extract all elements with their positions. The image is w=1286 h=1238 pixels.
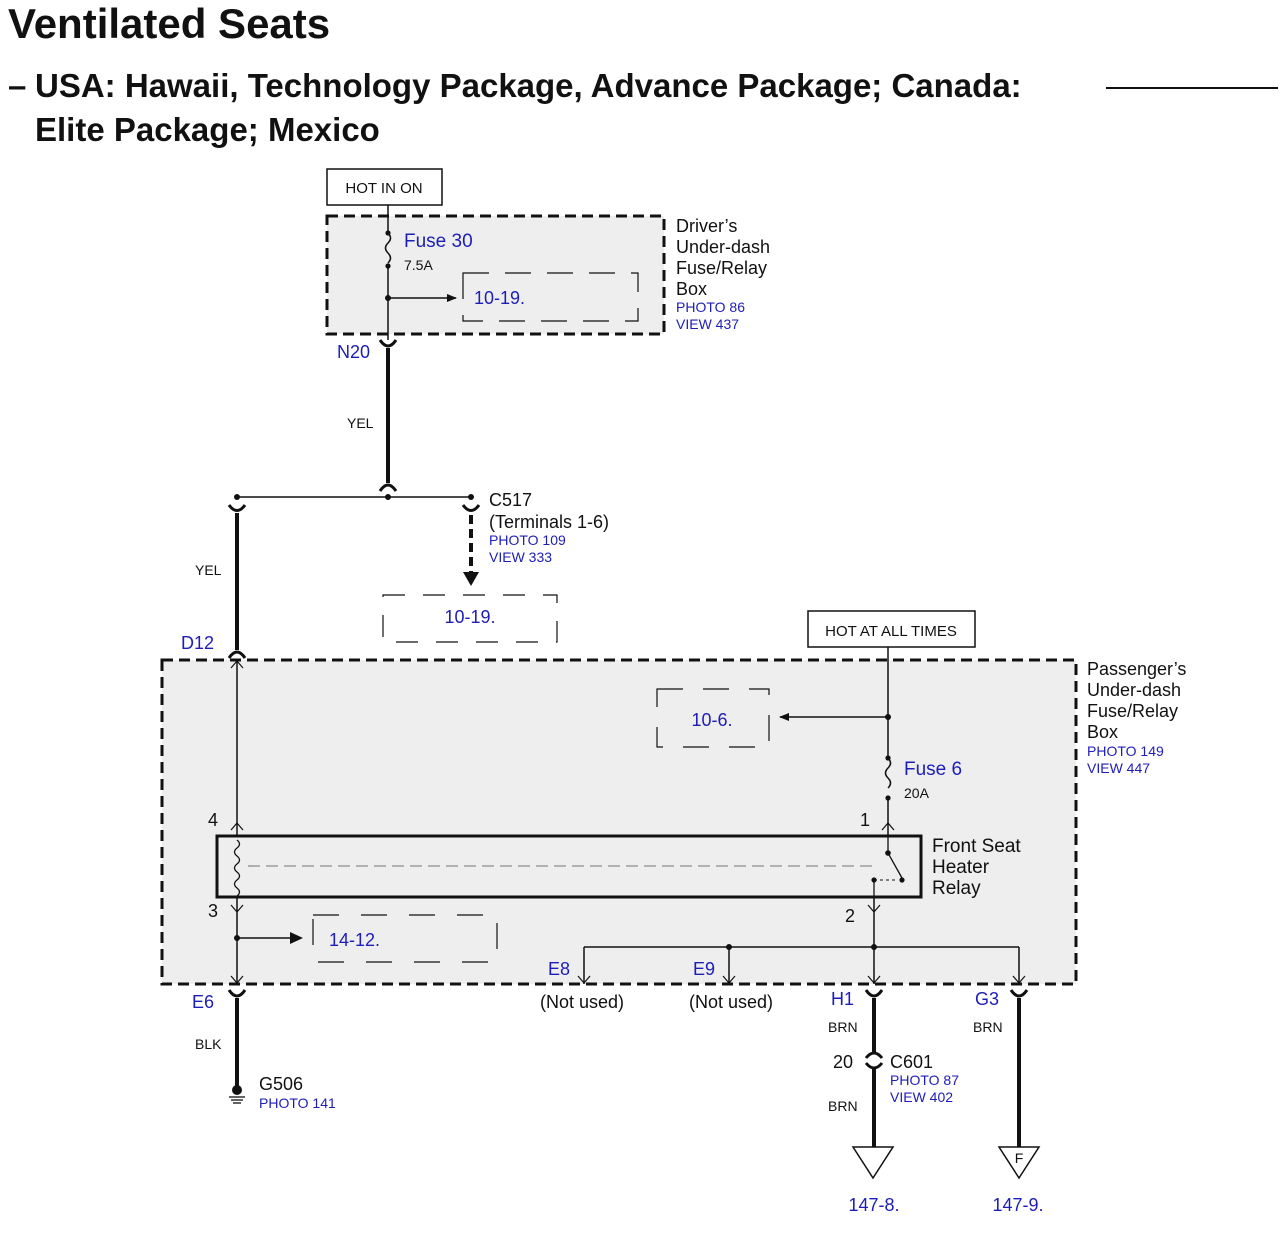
subtitle-line-1: USA: Hawaii, Technology Package, Advance… bbox=[35, 67, 1022, 104]
fuse-6-icon bbox=[884, 757, 892, 789]
passenger-ref-left-link[interactable]: 14-12. bbox=[329, 930, 380, 950]
page-subtitle: –USA: Hawaii, Technology Package, Advanc… bbox=[8, 64, 1022, 152]
c601-view[interactable]: VIEW 402 bbox=[890, 1089, 953, 1105]
terminal-e6: E6 bbox=[192, 992, 214, 1012]
hot-in-on-text: HOT IN ON bbox=[345, 180, 422, 197]
driver-fuse-box: Fuse 30 7.5A 10-19. Driver’s Under-dash … bbox=[325, 205, 770, 340]
c601-pin: 20 bbox=[833, 1052, 853, 1072]
driver-box-view[interactable]: VIEW 437 bbox=[676, 316, 739, 332]
driver-box-name-3: Fuse/Relay bbox=[676, 258, 767, 278]
relay-name-2: Heater bbox=[932, 857, 990, 878]
terminal-n20: N20 bbox=[337, 342, 370, 362]
e9-not-used: (Not used) bbox=[689, 992, 773, 1012]
wire-color-d12: YEL bbox=[195, 562, 222, 578]
c601-photo[interactable]: PHOTO 87 bbox=[890, 1072, 959, 1088]
subtitle-line-2: Elite Package; Mexico bbox=[35, 111, 380, 148]
passenger-fuse-box: Passenger’s Under-dash Fuse/Relay Box PH… bbox=[160, 647, 1186, 986]
passenger-box-name-2: Under-dash bbox=[1087, 680, 1181, 700]
terminal-e8: E8 bbox=[548, 959, 570, 979]
hot-at-all-times-label: HOT AT ALL TIMES bbox=[807, 610, 976, 648]
passenger-ref-top-link[interactable]: 10-6. bbox=[691, 710, 732, 730]
fuse-6-label: Fuse 6 bbox=[904, 759, 962, 780]
offpage-g3-letter: F bbox=[1015, 1150, 1024, 1166]
relay-pin-3: 3 bbox=[208, 901, 218, 921]
relay-name-3: Relay bbox=[932, 878, 981, 899]
c517-ref-link[interactable]: 10-19. bbox=[444, 607, 495, 627]
e6-ground-wire: E6 BLK G506 PHOTO 141 bbox=[192, 989, 336, 1111]
fuse-6-rating: 20A bbox=[904, 785, 930, 801]
driver-box-name-2: Under-dash bbox=[676, 237, 770, 257]
passenger-box-view[interactable]: VIEW 447 bbox=[1087, 760, 1150, 776]
offpage-g3-ref-link[interactable]: 147-9. bbox=[992, 1195, 1043, 1215]
terminal-g3: G3 bbox=[975, 989, 999, 1009]
ground-g506-photo[interactable]: PHOTO 141 bbox=[259, 1095, 336, 1111]
c517-junction: C517 (Terminals 1-6) PHOTO 109 VIEW 333 … bbox=[234, 490, 609, 643]
wire-color-h1-upper: BRN bbox=[828, 1019, 858, 1035]
passenger-box-name-4: Box bbox=[1087, 722, 1118, 742]
fuse-30-icon bbox=[384, 232, 392, 264]
n20-wire: N20 YEL bbox=[337, 339, 398, 492]
offpage-g3-icon bbox=[997, 1146, 1041, 1180]
g3-wire: F G3 BRN 147-9. bbox=[973, 989, 1044, 1215]
subtitle-dash: – bbox=[8, 67, 27, 104]
passenger-box-photo[interactable]: PHOTO 149 bbox=[1087, 743, 1164, 759]
h1-wire: H1 BRN 20 C601 PHOTO 87 VIEW 402 BRN 147… bbox=[828, 989, 959, 1215]
hot-in-on-label: HOT IN ON bbox=[326, 168, 443, 206]
d12-wire: YEL D12 bbox=[181, 504, 247, 659]
relay-name-1: Front Seat bbox=[932, 836, 1021, 857]
c517-name: C517 bbox=[489, 490, 532, 510]
relay-coil-icon bbox=[233, 839, 241, 897]
terminal-e9: E9 bbox=[693, 959, 715, 979]
wire-color-n20: YEL bbox=[347, 415, 374, 431]
page-title: Ventilated Seats bbox=[8, 0, 331, 47]
subtitle-rule bbox=[1106, 87, 1278, 89]
relay-pin-4: 4 bbox=[208, 810, 218, 830]
c517-photo[interactable]: PHOTO 109 bbox=[489, 532, 566, 548]
driver-box-ref-link[interactable]: 10-19. bbox=[474, 288, 525, 308]
c517-terminals: (Terminals 1-6) bbox=[489, 512, 609, 532]
driver-box-photo[interactable]: PHOTO 86 bbox=[676, 299, 745, 315]
wire-color-h1-lower: BRN bbox=[828, 1098, 858, 1114]
passenger-box-name-1: Passenger’s bbox=[1087, 659, 1186, 679]
wire-color-g3: BRN bbox=[973, 1019, 1003, 1035]
relay-switch-icon bbox=[887, 852, 903, 879]
terminal-h1: H1 bbox=[831, 989, 854, 1009]
driver-box-name-1: Driver’s bbox=[676, 216, 737, 236]
hot-at-all-times-text: HOT AT ALL TIMES bbox=[825, 623, 957, 640]
c517-view[interactable]: VIEW 333 bbox=[489, 549, 552, 565]
passenger-box-name-3: Fuse/Relay bbox=[1087, 701, 1178, 721]
relay-pin-2: 2 bbox=[845, 906, 855, 926]
fuse-30-label: Fuse 30 bbox=[404, 231, 473, 252]
e8-not-used: (Not used) bbox=[540, 992, 624, 1012]
wire-color-e6: BLK bbox=[195, 1036, 222, 1052]
ground-g506-name: G506 bbox=[259, 1074, 303, 1094]
front-seat-heater-relay: Front Seat Heater Relay 4 1 3 2 bbox=[208, 810, 1021, 926]
c601-name: C601 bbox=[890, 1052, 933, 1072]
driver-box-name-4: Box bbox=[676, 279, 707, 299]
offpage-h1-ref-link[interactable]: 147-8. bbox=[848, 1195, 899, 1215]
terminal-d12: D12 bbox=[181, 633, 214, 653]
offpage-h1-icon bbox=[851, 1146, 895, 1180]
fuse-30-rating: 7.5A bbox=[404, 257, 433, 273]
relay-pin-1: 1 bbox=[860, 810, 870, 830]
